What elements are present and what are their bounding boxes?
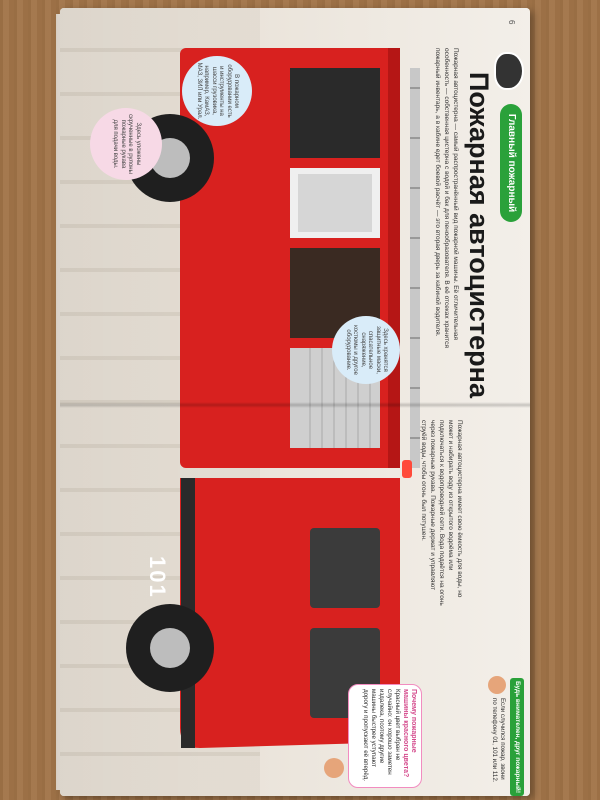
remember-text: Если случился пожар, звони по телефону 0… — [491, 698, 506, 783]
why-red-text: Красный цвет выбран не случайно: он хоро… — [362, 689, 401, 782]
truck-number: 101 — [145, 556, 170, 599]
compartment-gear — [290, 248, 380, 338]
page-number-left: 6 — [507, 20, 516, 25]
open-book: 101 6 Главный пожарный Пожарная автоцист… — [60, 8, 530, 796]
book-page-edges — [56, 14, 62, 790]
robot-mascot-icon — [494, 52, 524, 90]
kid-character-icon — [488, 676, 506, 694]
page-title: Пожарная автоцистерна — [464, 72, 494, 398]
why-red-title: Почему пожарные машины красного цвета? — [402, 689, 417, 778]
cab-window-rear — [310, 528, 380, 608]
callout-equipment: В пожарном оборудовании есть и инструмен… — [182, 56, 252, 126]
remember-label: Будь внимателен, друг пожарный! — [510, 678, 524, 796]
compartment-equipment — [290, 68, 380, 158]
callout-hoses: Здесь уложены скрученные в рулоны пожарн… — [90, 108, 162, 180]
why-red-box: Почему пожарные машины красного цвета? К… — [348, 684, 422, 788]
kid-character-icon — [324, 758, 344, 778]
callout-suits-text: Здесь хранятся защитные маски, спасатель… — [345, 325, 389, 375]
roof-ladder — [410, 68, 420, 468]
book-spread: 101 6 Главный пожарный Пожарная автоцист… — [60, 8, 530, 796]
callout-suits: Здесь хранятся защитные маски, спасатель… — [332, 316, 400, 384]
book-spine — [60, 402, 530, 408]
callout-hoses-text: Здесь уложены скрученные в рулоны пожарн… — [112, 114, 142, 174]
section-tab: Главный пожарный — [500, 104, 522, 222]
callout-equipment-text: В пожарном оборудовании есть и инструмен… — [196, 62, 240, 120]
intro-paragraph: Пожарная автоцистерна — самый распростра… — [434, 48, 459, 348]
right-paragraph: Пожарная автоцистерна имеет свою ёмкость… — [420, 420, 463, 606]
roof-light — [402, 460, 412, 478]
